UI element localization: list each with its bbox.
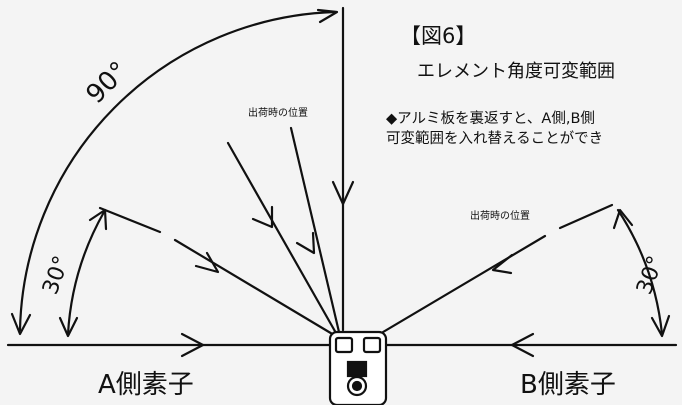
arc-90: [18, 10, 337, 332]
b-side-30-line-inner: [376, 234, 547, 337]
arrow-90-top: [316, 8, 339, 24]
b-side-30-line-outer: [558, 203, 614, 230]
note-line-2: 可変範囲を入れ替えることができ: [386, 131, 604, 147]
arrow-30-left-top: [88, 208, 108, 231]
a-side-60-line: [226, 141, 338, 335]
arrow-a-60: [251, 205, 274, 229]
arrow-30-right-bottom: [650, 314, 671, 338]
shipping-position-center-label: 出荷時の位置: [248, 108, 308, 119]
arrow-30-left-bottom: [58, 316, 79, 338]
arc-30-right: [616, 208, 664, 336]
element-mount: [328, 330, 388, 405]
arrow-b-30: [491, 253, 514, 275]
shipping-position-right-label: 出荷時の位置: [470, 211, 530, 222]
arrow-30-right-top: [612, 208, 634, 230]
arc-30-left: [66, 210, 106, 336]
a-side-30-line-outer: [98, 206, 162, 234]
figure-number: 【図6】: [400, 24, 477, 48]
arrow-top-down: [331, 180, 355, 206]
side-a-element-label: A側素子: [98, 370, 194, 400]
arrow-b-horizontal: [510, 332, 535, 358]
a-side-75-line: [289, 126, 341, 334]
arrow-a-30: [194, 251, 220, 274]
side-b-element-label: B側素子: [520, 370, 616, 400]
arrow-90-bottom: [10, 312, 32, 336]
arrow-a-75: [295, 231, 316, 255]
a-side-30-line-inner: [173, 238, 336, 337]
figure-title: エレメント角度可変範囲: [417, 61, 615, 82]
arrow-a-horizontal: [180, 332, 205, 358]
note-line-1: ◆アルミ板を裏返すと、A側,B側: [386, 111, 595, 127]
